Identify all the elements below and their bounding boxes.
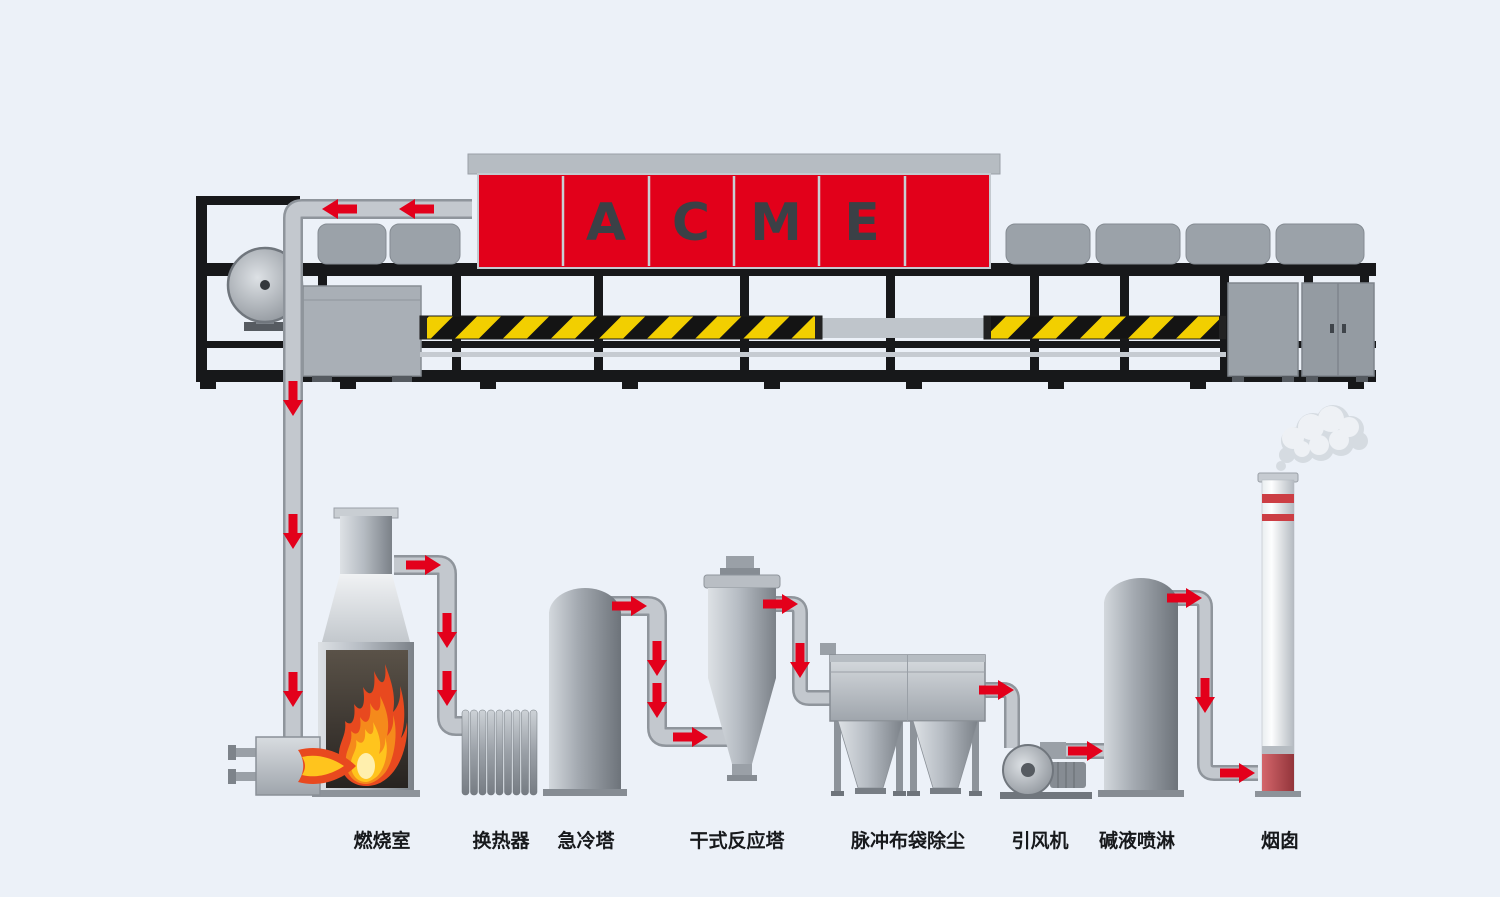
brand-letter-a: A <box>586 193 626 253</box>
conveyor-rail-lower <box>420 352 1226 357</box>
label-dry-reaction-tower: 干式反应塔 <box>689 829 785 852</box>
brand-letter-e: E <box>844 193 880 253</box>
label-alkali-spray: 碱液喷淋 <box>1099 829 1175 852</box>
hazard-strip-right <box>983 315 1227 340</box>
chimney <box>1255 405 1368 797</box>
label-induced-draft-fan: 引风机 <box>1011 830 1068 852</box>
alkali-spray-tower <box>1098 578 1258 797</box>
dry-reaction-tower <box>703 556 832 781</box>
heat-exchanger <box>461 709 538 796</box>
equipment-labels: 燃烧室 换热器 急冷塔 干式反应塔 脉冲布袋除尘 引风机 碱液喷淋 烟囱 <box>353 829 1299 852</box>
brand-letter-c: C <box>672 193 710 253</box>
label-quench-tower: 急冷塔 <box>557 829 615 852</box>
label-chimney: 烟囱 <box>1261 829 1299 852</box>
induced-draft-fan <box>1000 741 1110 799</box>
electrical-cabinet-2 <box>1301 282 1375 382</box>
electrical-cabinet-1 <box>1227 282 1299 382</box>
combustion-chamber <box>228 507 468 797</box>
burner <box>228 736 356 796</box>
flame <box>338 664 408 786</box>
collector-legs <box>831 721 982 796</box>
label-heat-exchanger: 换热器 <box>472 829 530 852</box>
oven-line-structure: A C M E <box>196 153 1376 740</box>
smoke-puffs <box>1276 405 1368 471</box>
pulse-bag-dust-collector <box>820 643 1020 796</box>
oven-side-box <box>302 285 422 382</box>
quench-tower <box>543 588 732 796</box>
acme-sign: A C M E <box>467 153 1001 269</box>
hazard-strip-left <box>419 315 823 340</box>
exhaust-duct <box>283 199 472 740</box>
oven-top-modules <box>317 223 1365 265</box>
label-pulse-bag-dust-collector: 脉冲布袋除尘 <box>850 829 965 852</box>
label-combustion-chamber: 燃烧室 <box>353 829 410 852</box>
brand-letter-m: M <box>750 193 802 253</box>
